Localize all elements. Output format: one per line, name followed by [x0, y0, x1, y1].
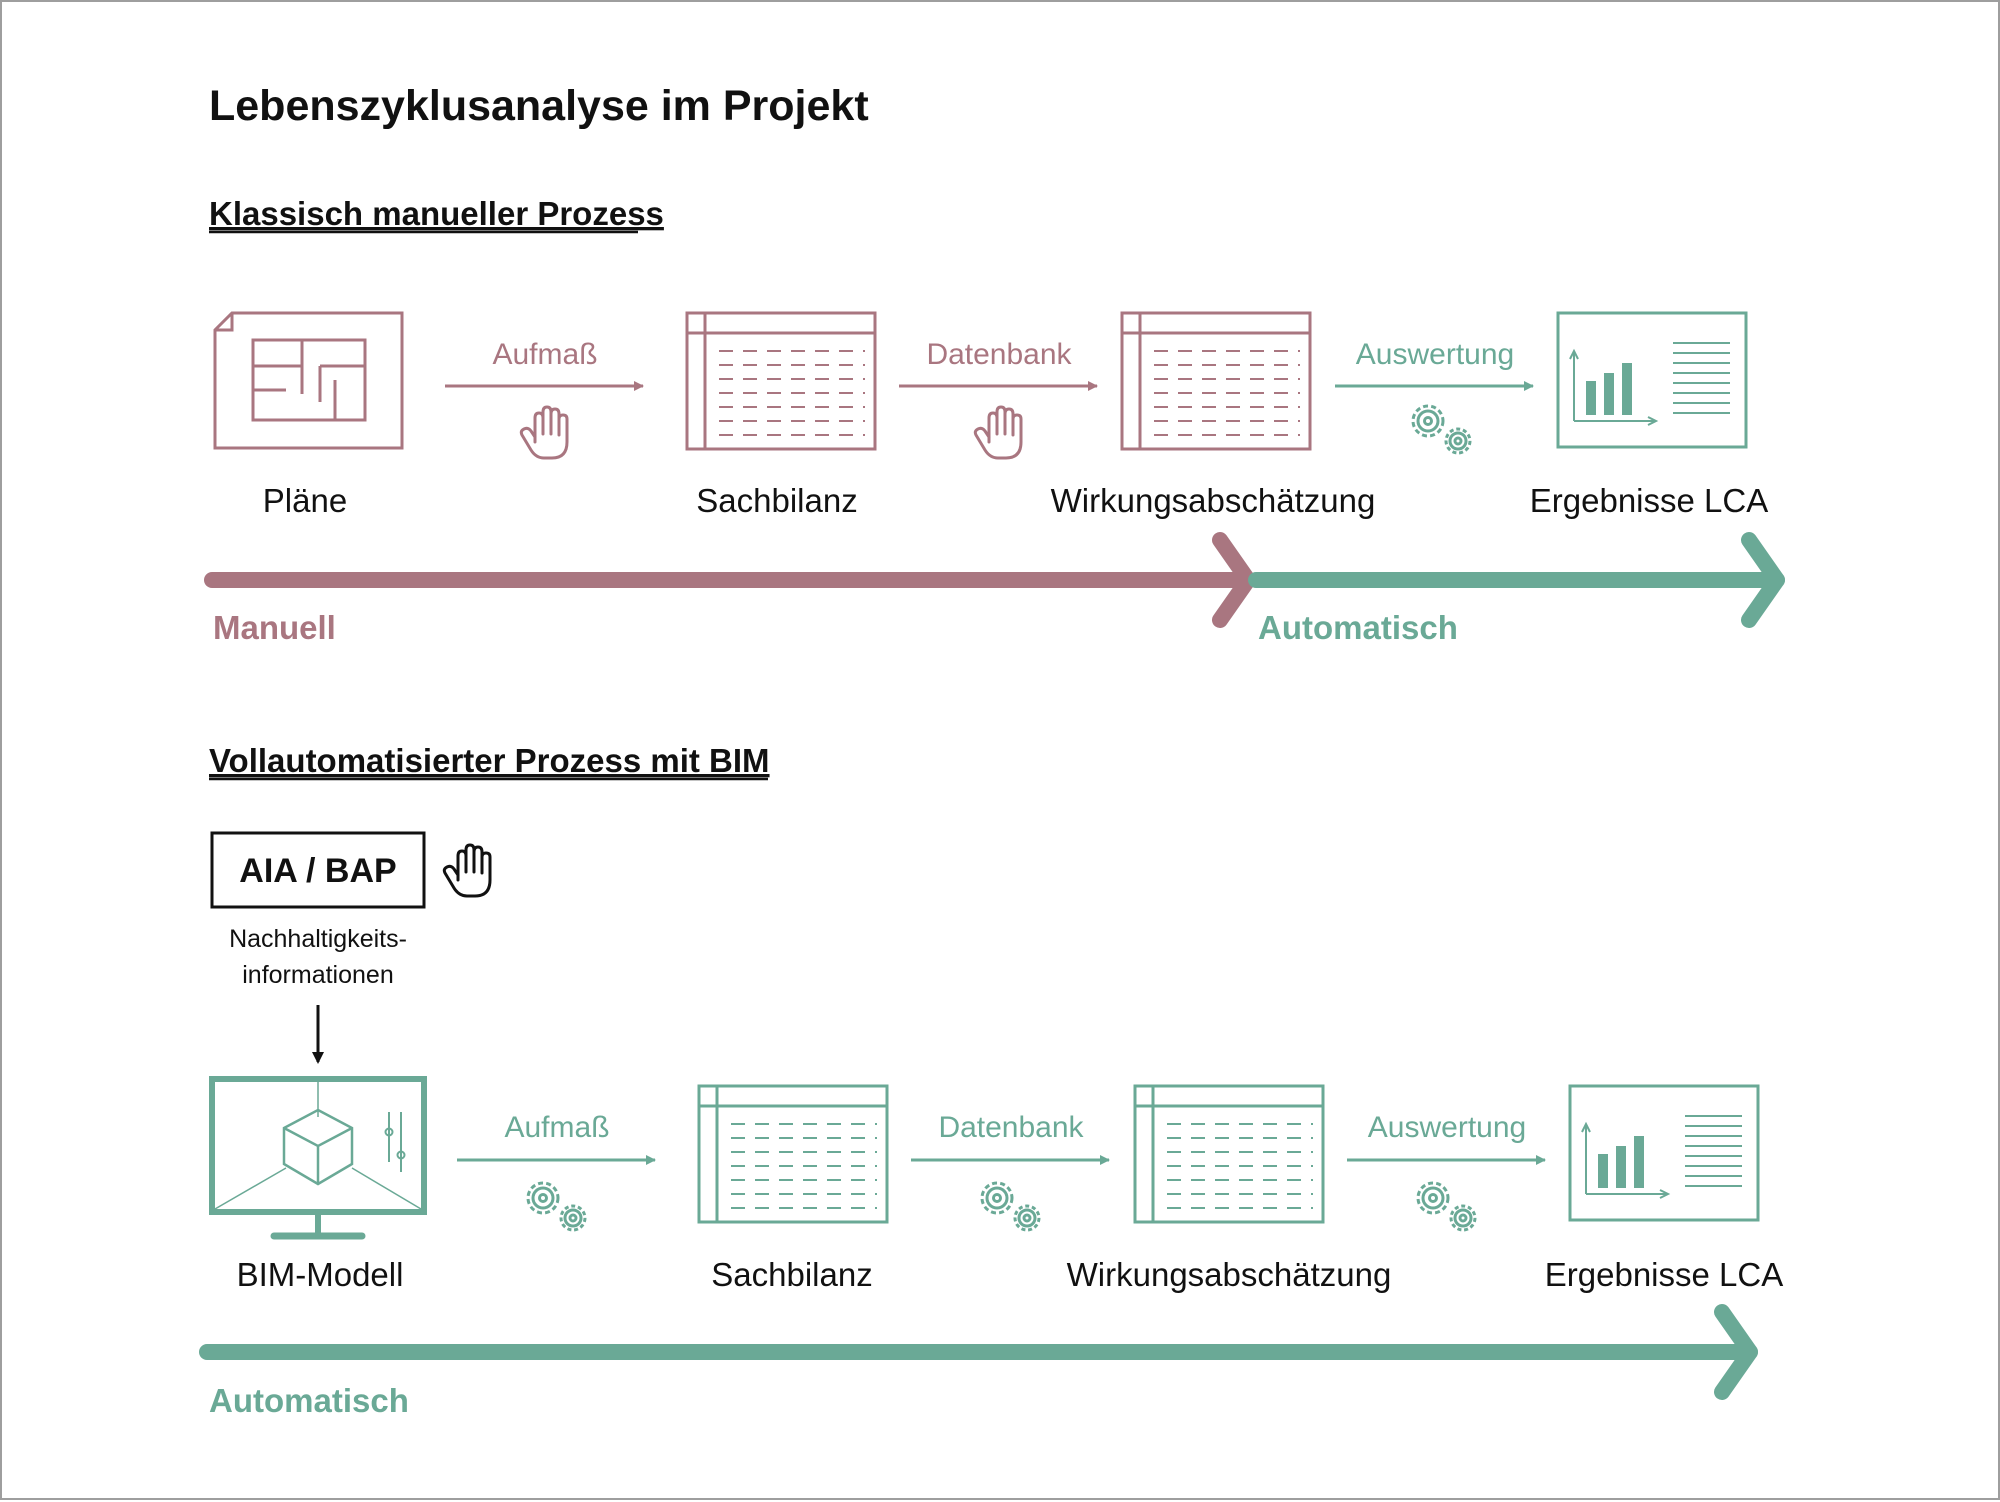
step-label: Aufmaß: [504, 1111, 609, 1144]
gears-icon: [526, 1181, 587, 1232]
manual-process-heading: Klassisch manueller Prozess: [209, 195, 664, 232]
gears-icon: [1411, 404, 1472, 455]
node-label: BIM-Modell: [237, 1256, 404, 1293]
step-label: Auswertung: [1368, 1111, 1526, 1144]
aia-bap-box: [210, 831, 426, 909]
sachbilanz-table-icon: [697, 1084, 889, 1224]
input-note: informationen: [242, 961, 393, 989]
step-label: Auswertung: [1356, 338, 1514, 371]
sachbilanz-table-icon: [685, 311, 877, 451]
band-label-auto: Automatisch: [1258, 609, 1458, 646]
input-note: Nachhaltigkeits-: [229, 925, 407, 953]
aia-bap-label: AIA / BAP: [239, 852, 396, 890]
hand-icon: [442, 843, 492, 898]
result-chart-icon: [1556, 311, 1748, 449]
floor-plan-icon: [213, 311, 404, 450]
node-label: Sachbilanz: [696, 482, 857, 519]
band-label-auto: Automatisch: [209, 1382, 409, 1419]
gears-icon: [1416, 1181, 1477, 1232]
page-title: Lebenszyklusanalyse im Projekt: [209, 82, 869, 130]
hand-icon: [519, 405, 569, 460]
wirkung-table-icon: [1133, 1084, 1325, 1224]
node-label: Sachbilanz: [711, 1256, 872, 1293]
auto-band-arrowhead: [1741, 532, 1785, 628]
node-label: Ergebnisse LCA: [1530, 482, 1768, 519]
hand-icon: [973, 405, 1023, 460]
result-chart-icon: [1568, 1084, 1760, 1222]
step-label: Datenbank: [938, 1111, 1084, 1144]
node-label: Ergebnisse LCA: [1545, 1256, 1783, 1293]
bim-process-heading: Vollautomatisierter Prozess mit BIM: [209, 742, 770, 779]
auto-band-arrowhead: [1714, 1304, 1758, 1400]
bim-monitor-icon: [209, 1076, 427, 1240]
node-label: Pläne: [263, 482, 347, 519]
step-label: Datenbank: [926, 338, 1072, 371]
node-label: Wirkungsabschätzung: [1067, 1256, 1392, 1293]
node-label: Wirkungsabschätzung: [1051, 482, 1376, 519]
step-label: Aufmaß: [492, 338, 597, 371]
wirkung-table-icon: [1120, 311, 1312, 451]
gears-icon: [980, 1181, 1041, 1232]
band-label-manual: Manuell: [213, 609, 336, 646]
